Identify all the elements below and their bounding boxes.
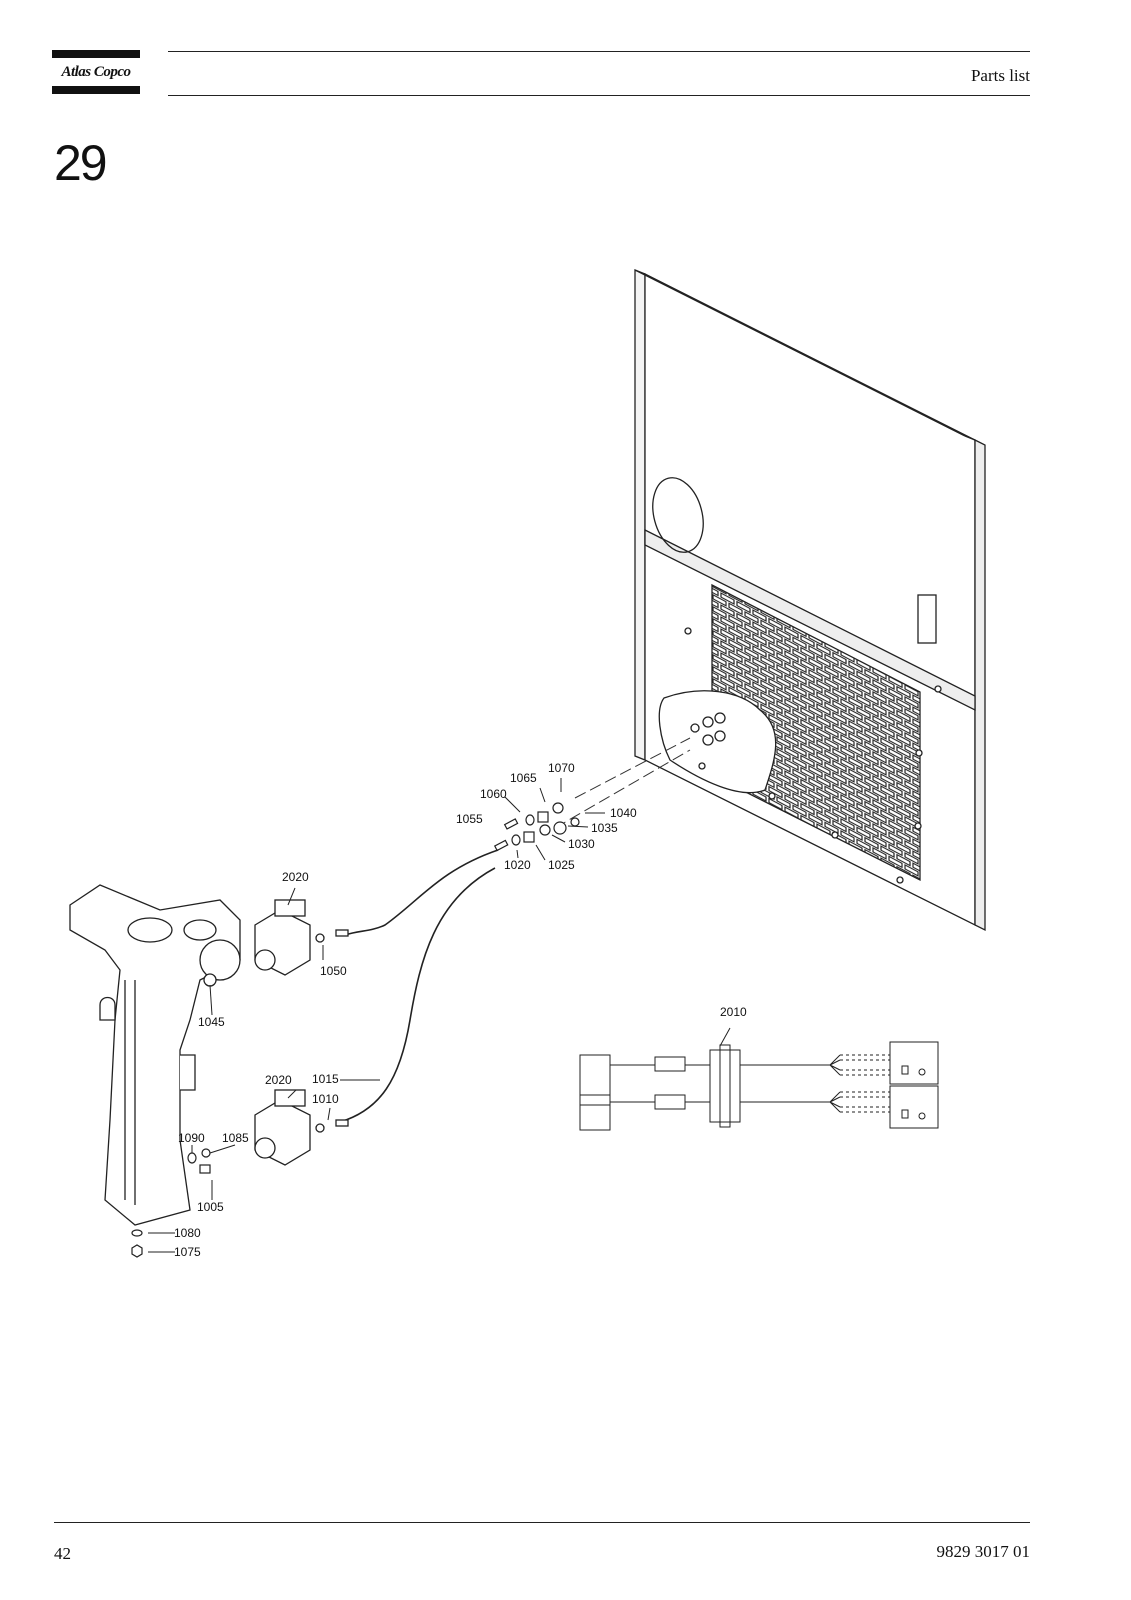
callout-1010: 1010 <box>312 1092 339 1106</box>
fittings-lower-left <box>187 1148 211 1174</box>
assembly-guide-lines <box>554 737 691 829</box>
logo-bar-top <box>52 50 140 58</box>
header-rule-top <box>168 51 1030 52</box>
callout-1080: 1080 <box>174 1226 201 1240</box>
callout-1075: 1075 <box>174 1245 201 1259</box>
fittings-cluster <box>493 802 580 852</box>
callout-1070: 1070 <box>548 761 575 775</box>
pump-housing <box>69 884 241 1226</box>
callout-1035: 1035 <box>591 821 618 835</box>
wiring-harness-schematic <box>579 1041 939 1131</box>
callout-1085: 1085 <box>222 1131 249 1145</box>
header-rule-bottom <box>168 95 1030 96</box>
callout-1005: 1005 <box>197 1200 224 1214</box>
callout-1045: 1045 <box>198 1015 225 1029</box>
cabinet-panel <box>634 269 986 932</box>
logo-bar-bottom <box>52 86 140 94</box>
page-number: 42 <box>54 1544 71 1563</box>
callout-leaders <box>148 778 731 1253</box>
callout-1050: 1050 <box>320 964 347 978</box>
section-number: 29 <box>54 135 108 191</box>
valve-lower <box>254 1089 349 1166</box>
callout-labels: 1070 1065 1060 1040 1055 1035 1030 1020 … <box>174 761 747 1259</box>
footer-rule <box>54 1522 1030 1523</box>
valve-upper <box>254 899 349 976</box>
callout-2020-upper: 2020 <box>282 870 309 884</box>
callout-1060: 1060 <box>480 787 507 801</box>
panel-fittings <box>690 712 726 746</box>
callout-1030: 1030 <box>568 837 595 851</box>
logo-brand-text: Atlas Copco <box>61 64 131 80</box>
callout-1020: 1020 <box>504 858 531 872</box>
header-title: Parts list <box>970 66 1030 85</box>
hoses <box>339 849 499 1123</box>
callout-1015: 1015 <box>312 1072 339 1086</box>
atlas-copco-logo: Atlas Copco <box>52 50 140 94</box>
callout-2010: 2010 <box>720 1005 747 1019</box>
callout-2020-lower: 2020 <box>265 1073 292 1087</box>
callout-1025: 1025 <box>548 858 575 872</box>
callout-1055: 1055 <box>456 812 483 826</box>
exploded-parts-drawing: 1070 1065 1060 1040 1055 1035 1030 1020 … <box>69 269 986 1259</box>
callout-1065: 1065 <box>510 771 537 785</box>
panel-studs <box>684 627 942 884</box>
callout-1040: 1040 <box>610 806 637 820</box>
callout-1090: 1090 <box>178 1131 205 1145</box>
bottom-plug-parts <box>131 1229 143 1258</box>
document-number: 9829 3017 01 <box>936 1542 1031 1561</box>
